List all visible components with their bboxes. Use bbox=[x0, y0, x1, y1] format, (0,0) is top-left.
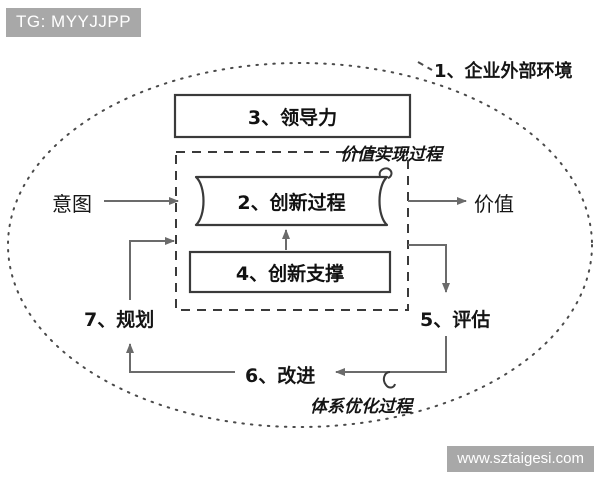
node-label-innovation-process: 2、创新过程 bbox=[237, 191, 346, 214]
tag-watermark: TG: MYYJJPP bbox=[6, 8, 142, 37]
arrow-evaluation-to-improvement bbox=[335, 336, 447, 376]
output-label-value: 价值 bbox=[474, 192, 514, 216]
node-box-innovation-support bbox=[188, 250, 392, 294]
cycle-step-improvement: 6、改进 bbox=[245, 365, 316, 387]
cycle-step-planning: 7、规划 bbox=[84, 309, 155, 331]
arrow-to-evaluation bbox=[408, 244, 450, 293]
inner-boundary-label: 价值实现过程 bbox=[340, 145, 442, 165]
system-optimization-leader-hook bbox=[382, 371, 396, 389]
outer-boundary-label: 1、企业外部环境 bbox=[434, 61, 573, 82]
outer-environment-boundary bbox=[7, 62, 593, 428]
bottom-cycle-label: 体系优化过程 bbox=[310, 397, 412, 417]
node-label-leadership: 3、领导力 bbox=[247, 106, 338, 129]
site-watermark: www.sztaigesi.com bbox=[447, 446, 594, 472]
node-label-innovation-support: 4、创新支撑 bbox=[235, 262, 345, 285]
node-box-leadership bbox=[173, 93, 412, 139]
outer-boundary-leader bbox=[417, 61, 433, 71]
input-label-intent: 意图 bbox=[52, 192, 92, 216]
arrow-planning-to-process bbox=[129, 237, 175, 300]
cycle-step-evaluation: 5、评估 bbox=[420, 309, 491, 331]
arrow-improvement-to-planning bbox=[126, 343, 235, 373]
value-realization-boundary bbox=[175, 151, 409, 311]
value-realization-leader-hook bbox=[378, 167, 393, 179]
node-shape-innovation-process bbox=[194, 175, 389, 227]
